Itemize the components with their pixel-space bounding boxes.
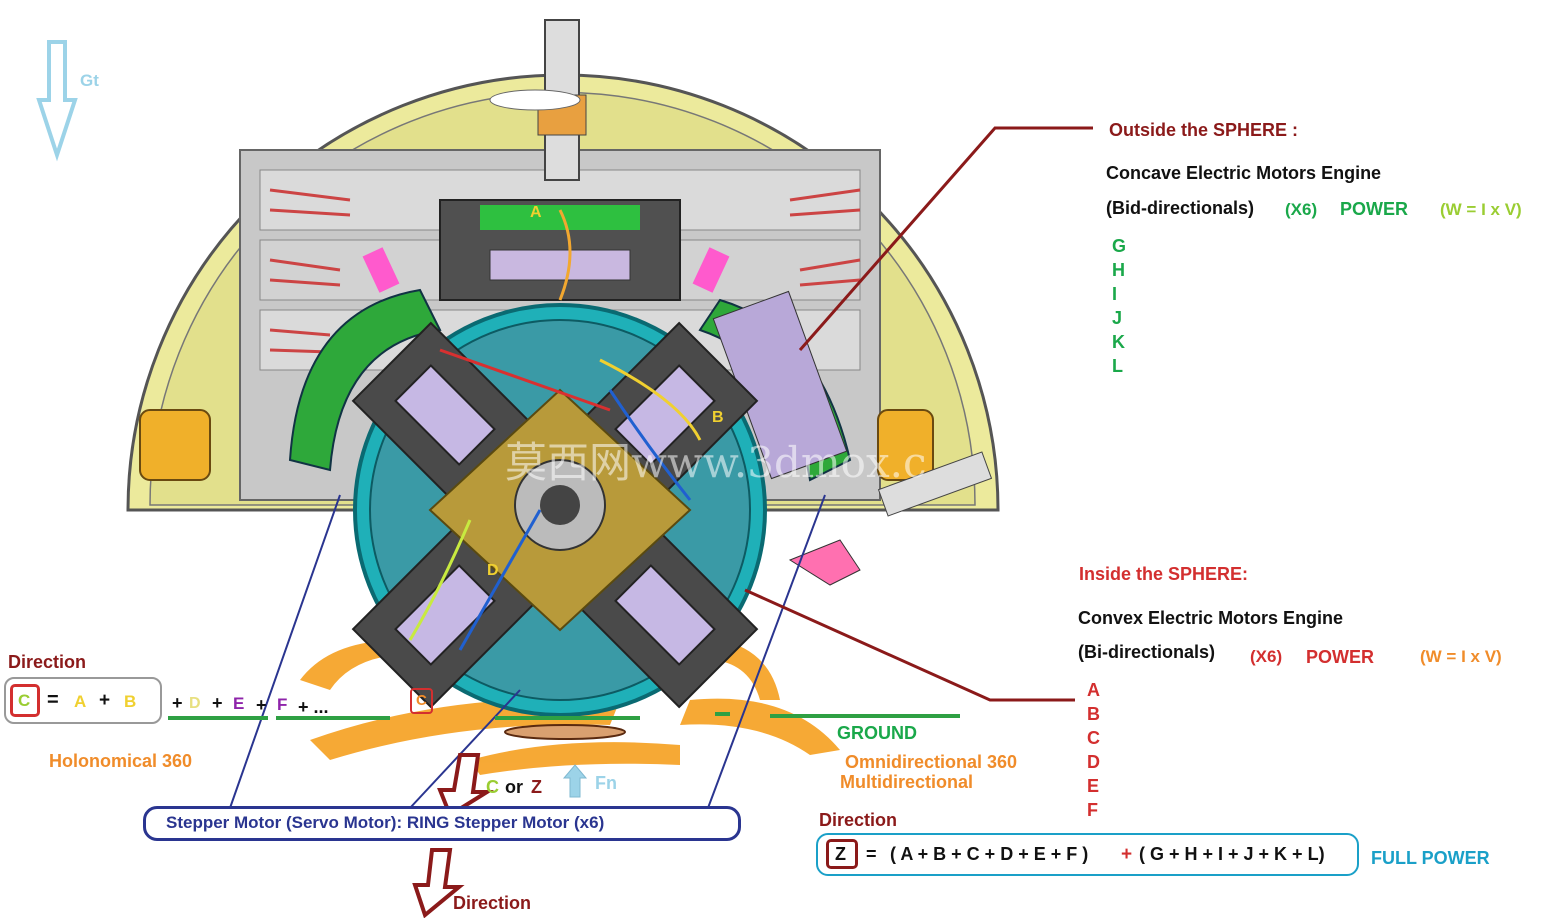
inside-letter-list: A B C D E F bbox=[1087, 678, 1100, 822]
red-pointer-lines bbox=[744, 126, 1093, 702]
gravity-arrow bbox=[36, 40, 78, 162]
downward-arrow-1 bbox=[437, 753, 495, 818]
left-b-letter: B bbox=[124, 692, 137, 711]
outside-letter: L bbox=[1112, 356, 1123, 376]
left-c-box bbox=[10, 684, 40, 717]
fins-left bbox=[269, 188, 351, 354]
outside-formula: (W = I x V) bbox=[1440, 200, 1522, 219]
inside-letter: C bbox=[1087, 728, 1100, 748]
pointer-lines bbox=[229, 494, 826, 809]
inside-dir-type: (Bi-directionals) bbox=[1078, 642, 1216, 662]
full-formula-box bbox=[816, 833, 1359, 876]
c-or-z-c: C bbox=[486, 777, 499, 797]
fn-arrow bbox=[562, 764, 588, 798]
inside-letter: B bbox=[1087, 704, 1100, 724]
inside-letter: D bbox=[1087, 752, 1100, 772]
outside-title: Outside the SPHERE : bbox=[1109, 120, 1299, 140]
left-plus-sign: + bbox=[256, 695, 267, 715]
base-plate bbox=[504, 724, 626, 740]
downward-arrow-2 bbox=[412, 848, 465, 918]
full-direction-title: Direction bbox=[819, 810, 898, 830]
ground-label: GROUND bbox=[837, 723, 917, 743]
left-direction-title: Direction bbox=[8, 652, 87, 672]
inside-power: POWER bbox=[1306, 647, 1375, 667]
left-plus-sign: + bbox=[172, 693, 183, 713]
sphere-label-a: A bbox=[530, 204, 542, 221]
left-d-letter: D bbox=[189, 695, 201, 712]
right-c-box bbox=[410, 688, 433, 714]
left-e-letter: E bbox=[233, 694, 245, 713]
fn-label: Fn bbox=[595, 773, 617, 793]
full-part2: ( G + H + I + J + K + L) bbox=[1139, 844, 1325, 864]
fins-right bbox=[789, 188, 861, 287]
outside-dir-type: (Bid-directionals) bbox=[1106, 198, 1255, 218]
outside-power: POWER bbox=[1340, 199, 1409, 219]
left-c-letter: C bbox=[18, 691, 31, 710]
inside-formula: (W = I x V) bbox=[1420, 647, 1502, 666]
full-z-box bbox=[826, 839, 858, 869]
left-ring-motor bbox=[288, 288, 442, 472]
bottom-direction-label: Direction bbox=[453, 893, 532, 913]
inside-title: Inside the SPHERE: bbox=[1079, 564, 1249, 584]
outside-letter-list: G H I J K L bbox=[1112, 234, 1126, 378]
left-plus-sign: + bbox=[99, 690, 111, 711]
full-eq-sign: = bbox=[866, 844, 877, 864]
sphere-label-b: B bbox=[712, 409, 724, 426]
inside-letter: F bbox=[1087, 800, 1098, 820]
left-f-letter: F bbox=[277, 695, 288, 714]
c-or-z-or: or bbox=[505, 777, 523, 797]
outside-letter: I bbox=[1112, 284, 1118, 304]
right-c-letter: C bbox=[416, 692, 427, 709]
ground-lines bbox=[168, 712, 960, 720]
stepper-motor-label: Stepper Motor (Servo Motor): RING Steppe… bbox=[166, 813, 605, 832]
inside-letter: E bbox=[1087, 776, 1100, 796]
outside-letter: H bbox=[1112, 260, 1125, 280]
left-tail: + ... bbox=[298, 697, 329, 717]
left-a-letter: A bbox=[74, 692, 87, 711]
outside-engine: Concave Electric Motors Engine bbox=[1106, 163, 1382, 183]
full-power-label: FULL POWER bbox=[1371, 848, 1490, 868]
sphere-label-d: D bbox=[487, 562, 499, 579]
omni-line1: Omnidirectional 360 bbox=[845, 752, 1018, 772]
right-arm bbox=[877, 451, 993, 517]
left-plus-sign: + bbox=[212, 693, 223, 713]
holonomical-label: Holonomical 360 bbox=[49, 751, 193, 771]
left-eq-sign: = bbox=[47, 689, 59, 711]
outside-letter: J bbox=[1112, 308, 1123, 328]
full-z-letter: Z bbox=[835, 844, 846, 864]
full-part1: ( A + B + C + D + E + F ) bbox=[890, 844, 1089, 864]
inside-engine: Convex Electric Motors Engine bbox=[1078, 608, 1344, 628]
full-plus: + bbox=[1121, 844, 1133, 865]
omni-line2: Multidirectional bbox=[840, 772, 974, 792]
outside-letter: G bbox=[1112, 236, 1127, 256]
outside-count: (X6) bbox=[1285, 200, 1318, 219]
left-shock bbox=[139, 409, 211, 481]
outside-letter: K bbox=[1112, 332, 1125, 352]
inside-count: (X6) bbox=[1250, 647, 1283, 666]
c-or-z-z: Z bbox=[531, 777, 542, 797]
watermark-text: 莫西网www.3dmox.c bbox=[505, 438, 927, 487]
stepper-motor-box bbox=[143, 806, 741, 841]
gravity-label: Gt bbox=[80, 71, 99, 90]
inside-letter: A bbox=[1087, 680, 1100, 700]
